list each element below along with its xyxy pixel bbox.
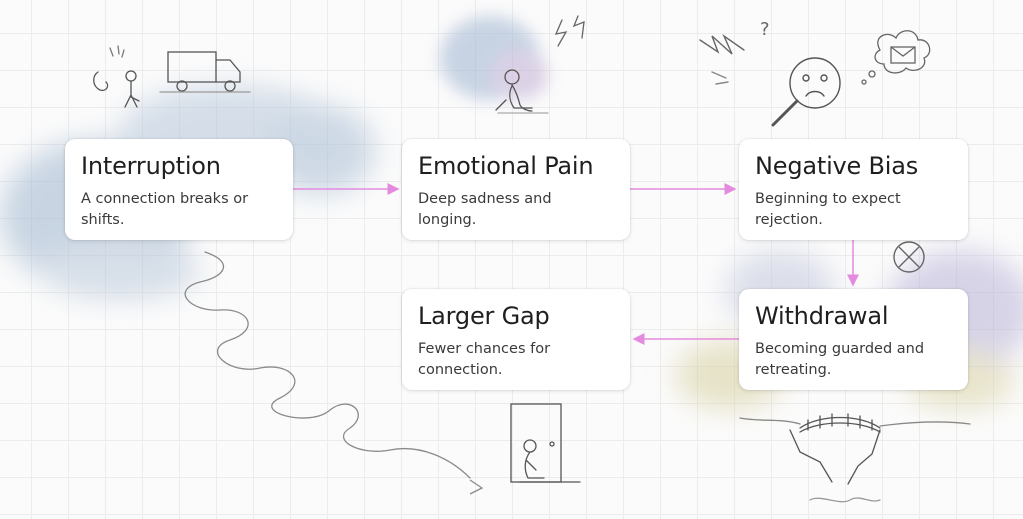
card-title: Withdrawal	[755, 302, 889, 330]
card-withdrawal: Withdrawal Becoming guarded and retreati…	[739, 289, 968, 390]
card-description: Deep sadness and longing.	[418, 191, 552, 229]
magnifier-sad-face-sketch: ?	[699, 19, 841, 127]
card-title: Negative Bias	[755, 152, 919, 180]
card-negative-bias: Negative Bias Beginning to expect reject…	[739, 139, 968, 240]
envelope-thought-bubble-sketch	[861, 30, 931, 85]
door-figure-sketch	[510, 403, 581, 483]
squiggle-arrowhead	[469, 479, 484, 495]
card-emotional-pain: Emotional Pain Deep sadness and longing.	[402, 139, 630, 240]
svg-text:?: ?	[760, 19, 770, 40]
card-title: Larger Gap	[418, 302, 550, 330]
closed-circle-x-icon	[893, 241, 925, 273]
card-description: Fewer chances for connection.	[418, 341, 551, 379]
card-larger-gap: Larger Gap Fewer chances for connection.	[402, 289, 630, 390]
card-description: A connection breaks or shifts.	[81, 191, 249, 229]
broken-bridge-sketch	[739, 413, 971, 503]
squiggle-path-sketch	[184, 251, 471, 479]
card-title: Emotional Pain	[418, 152, 594, 180]
card-description: Beginning to expect rejection.	[755, 191, 901, 229]
card-description: Becoming guarded and retreating.	[755, 341, 925, 379]
sad-figure-sketch	[495, 15, 585, 114]
card-interruption: Interruption A connection breaks or shif…	[65, 139, 293, 240]
card-title: Interruption	[81, 152, 221, 180]
moving-truck-sketch	[93, 45, 251, 108]
watercolor-cloud-top	[440, 16, 548, 100]
